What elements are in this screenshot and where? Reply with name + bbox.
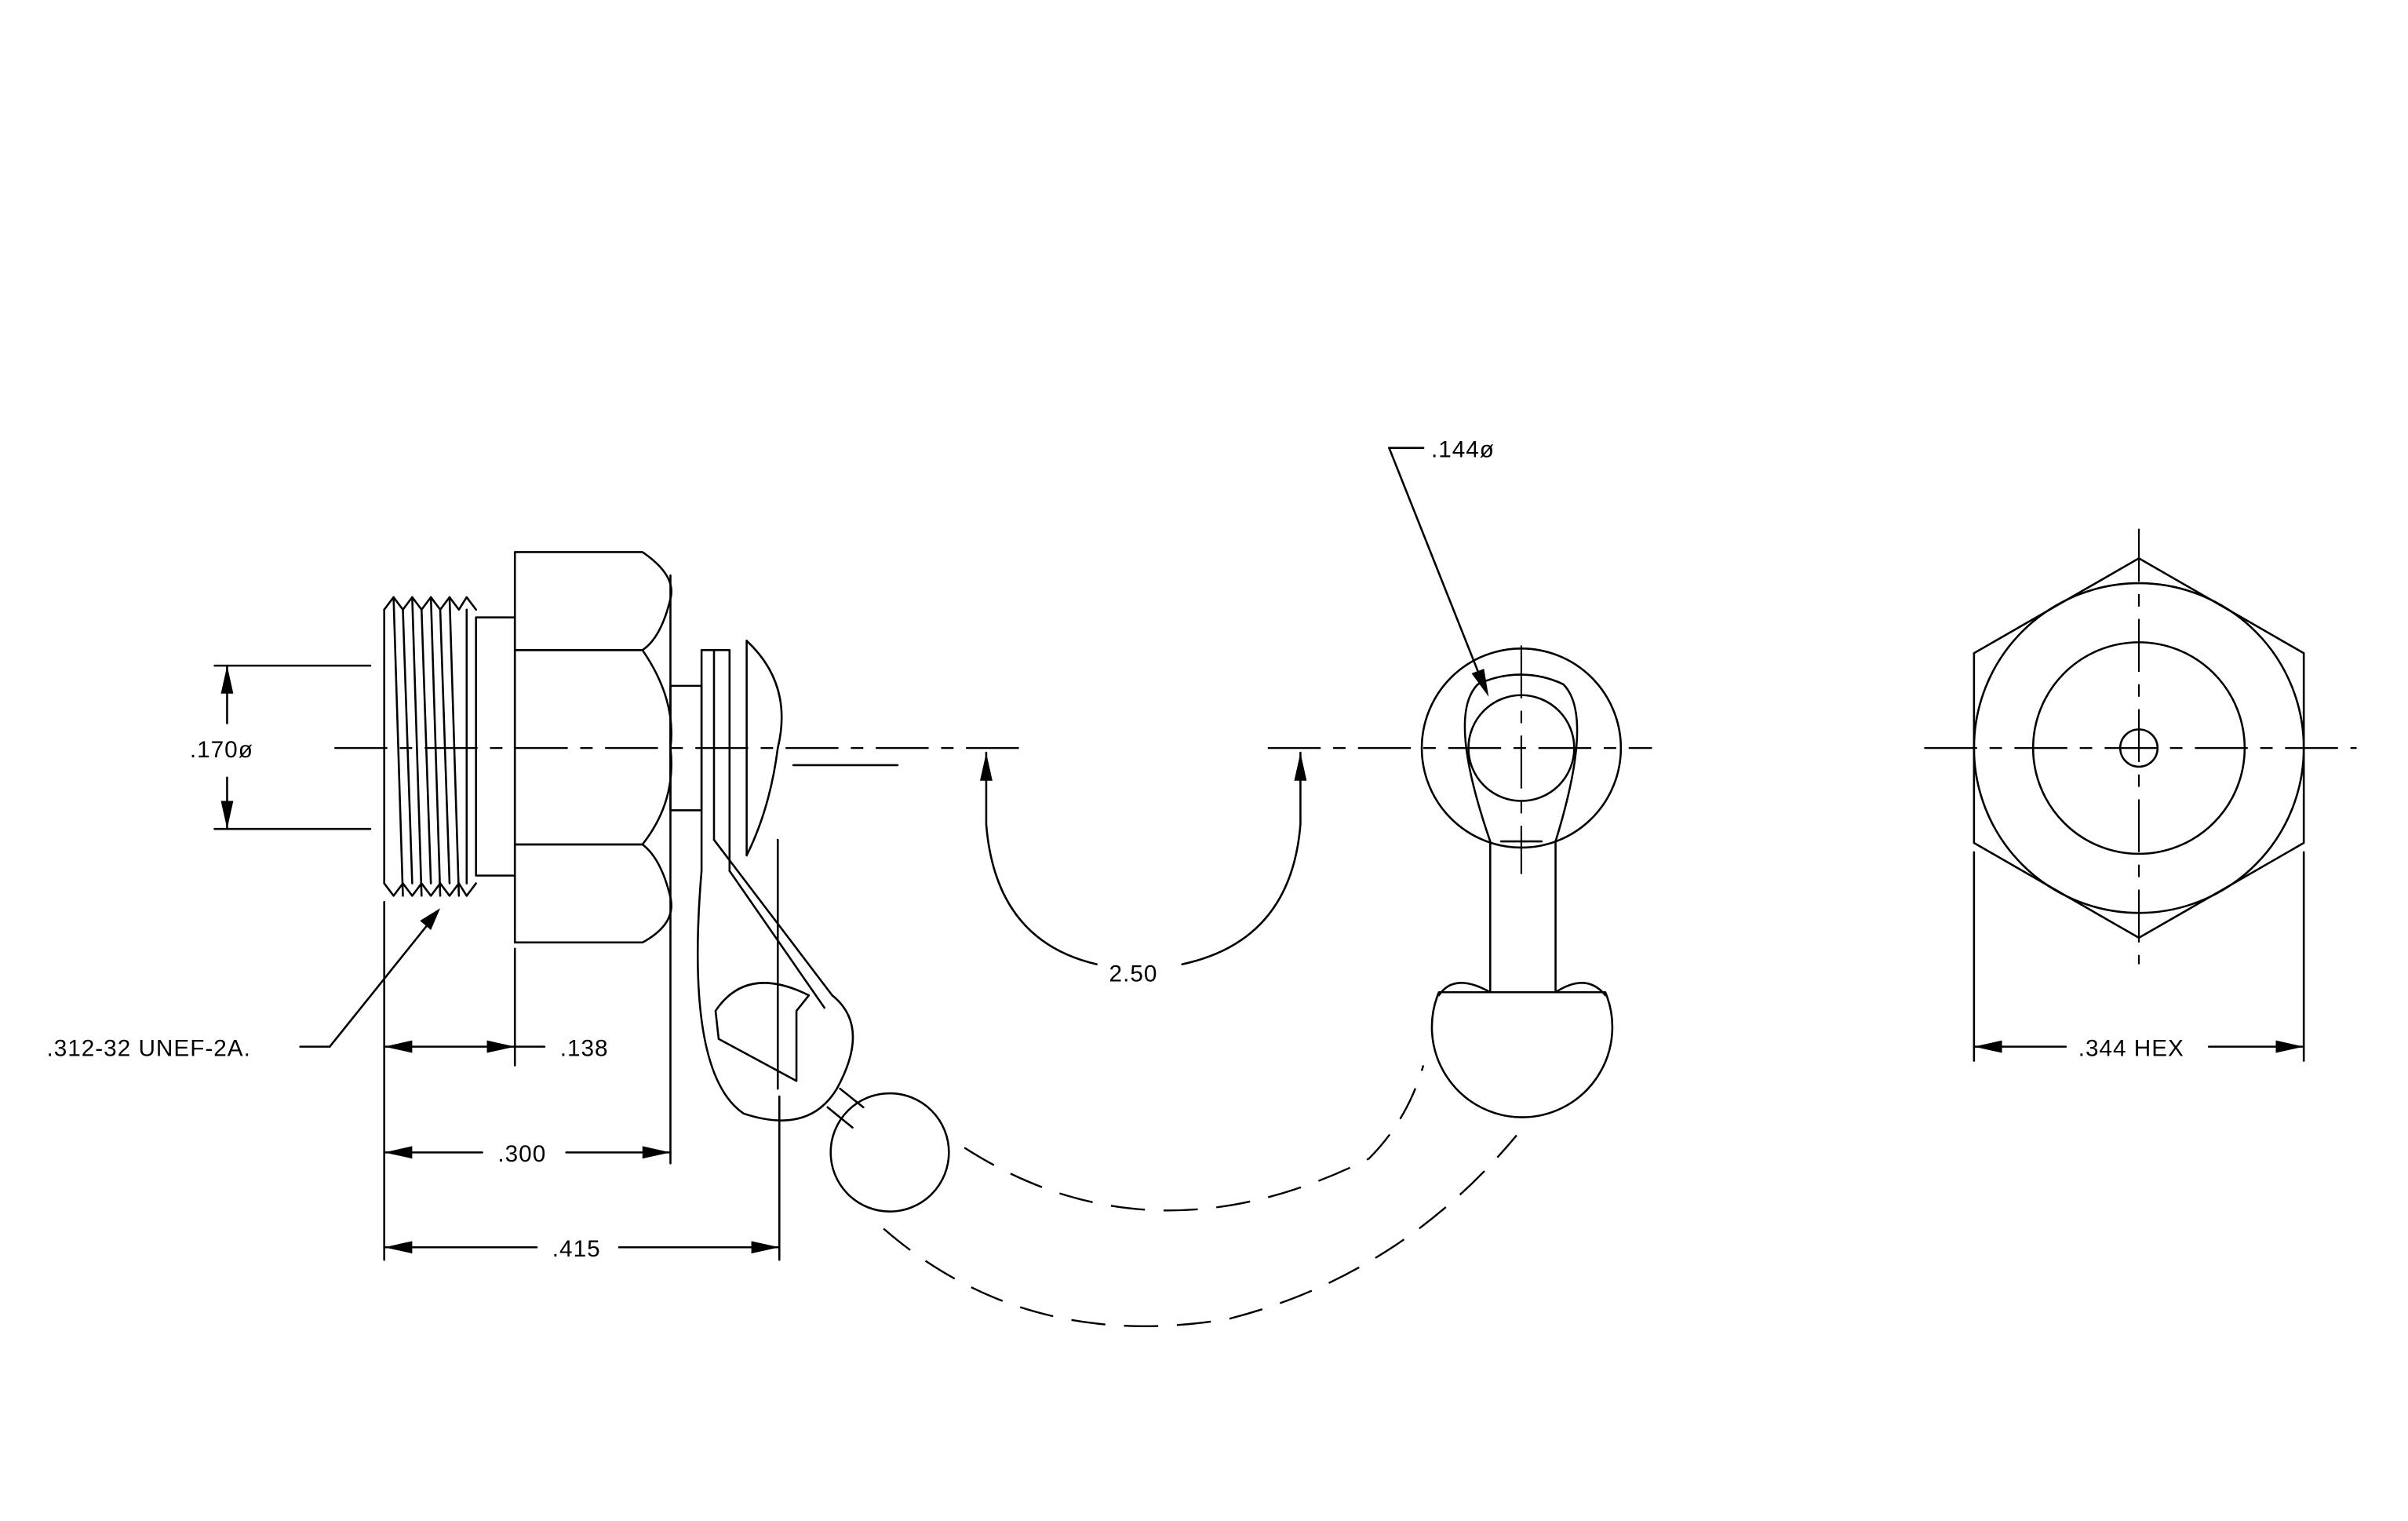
dim-thread-length: .138 <box>383 1036 609 1062</box>
thread-section <box>383 596 477 897</box>
tether-ball <box>829 1092 950 1213</box>
dim-extension-lines <box>383 901 781 1261</box>
dim-thread-callout: .312-32 UNEF-2A. <box>46 908 441 1062</box>
thread-length-label: .138 <box>560 1036 609 1062</box>
body-length-label: .300 <box>497 1141 546 1167</box>
bore-dia-label: .170ø <box>190 737 253 763</box>
swing-arcs <box>883 1065 1517 1327</box>
end-view <box>1924 528 2357 1062</box>
dim-bore: .170ø <box>190 664 372 830</box>
side-view <box>334 551 1019 1213</box>
neck <box>475 616 516 877</box>
dim-hole-callout: .144ø <box>1388 437 1495 697</box>
thread-spec-label: .312-32 UNEF-2A. <box>46 1036 250 1062</box>
dim-overall-length: .415 <box>383 1236 781 1262</box>
cap-front <box>1420 645 1623 1118</box>
dim-body-length: .300 <box>383 1141 672 1167</box>
dim-swing-radius: 2.50 <box>980 747 1652 987</box>
swing-radius-label: 2.50 <box>1109 961 1158 987</box>
hole-dia-label: .144ø <box>1431 437 1495 463</box>
dim-hex: .344 HEX <box>1973 1036 2305 1062</box>
hex-size-label: .344 HEX <box>2078 1036 2184 1062</box>
overall-length-label: .415 <box>552 1236 601 1262</box>
cap-strap <box>696 640 854 1122</box>
